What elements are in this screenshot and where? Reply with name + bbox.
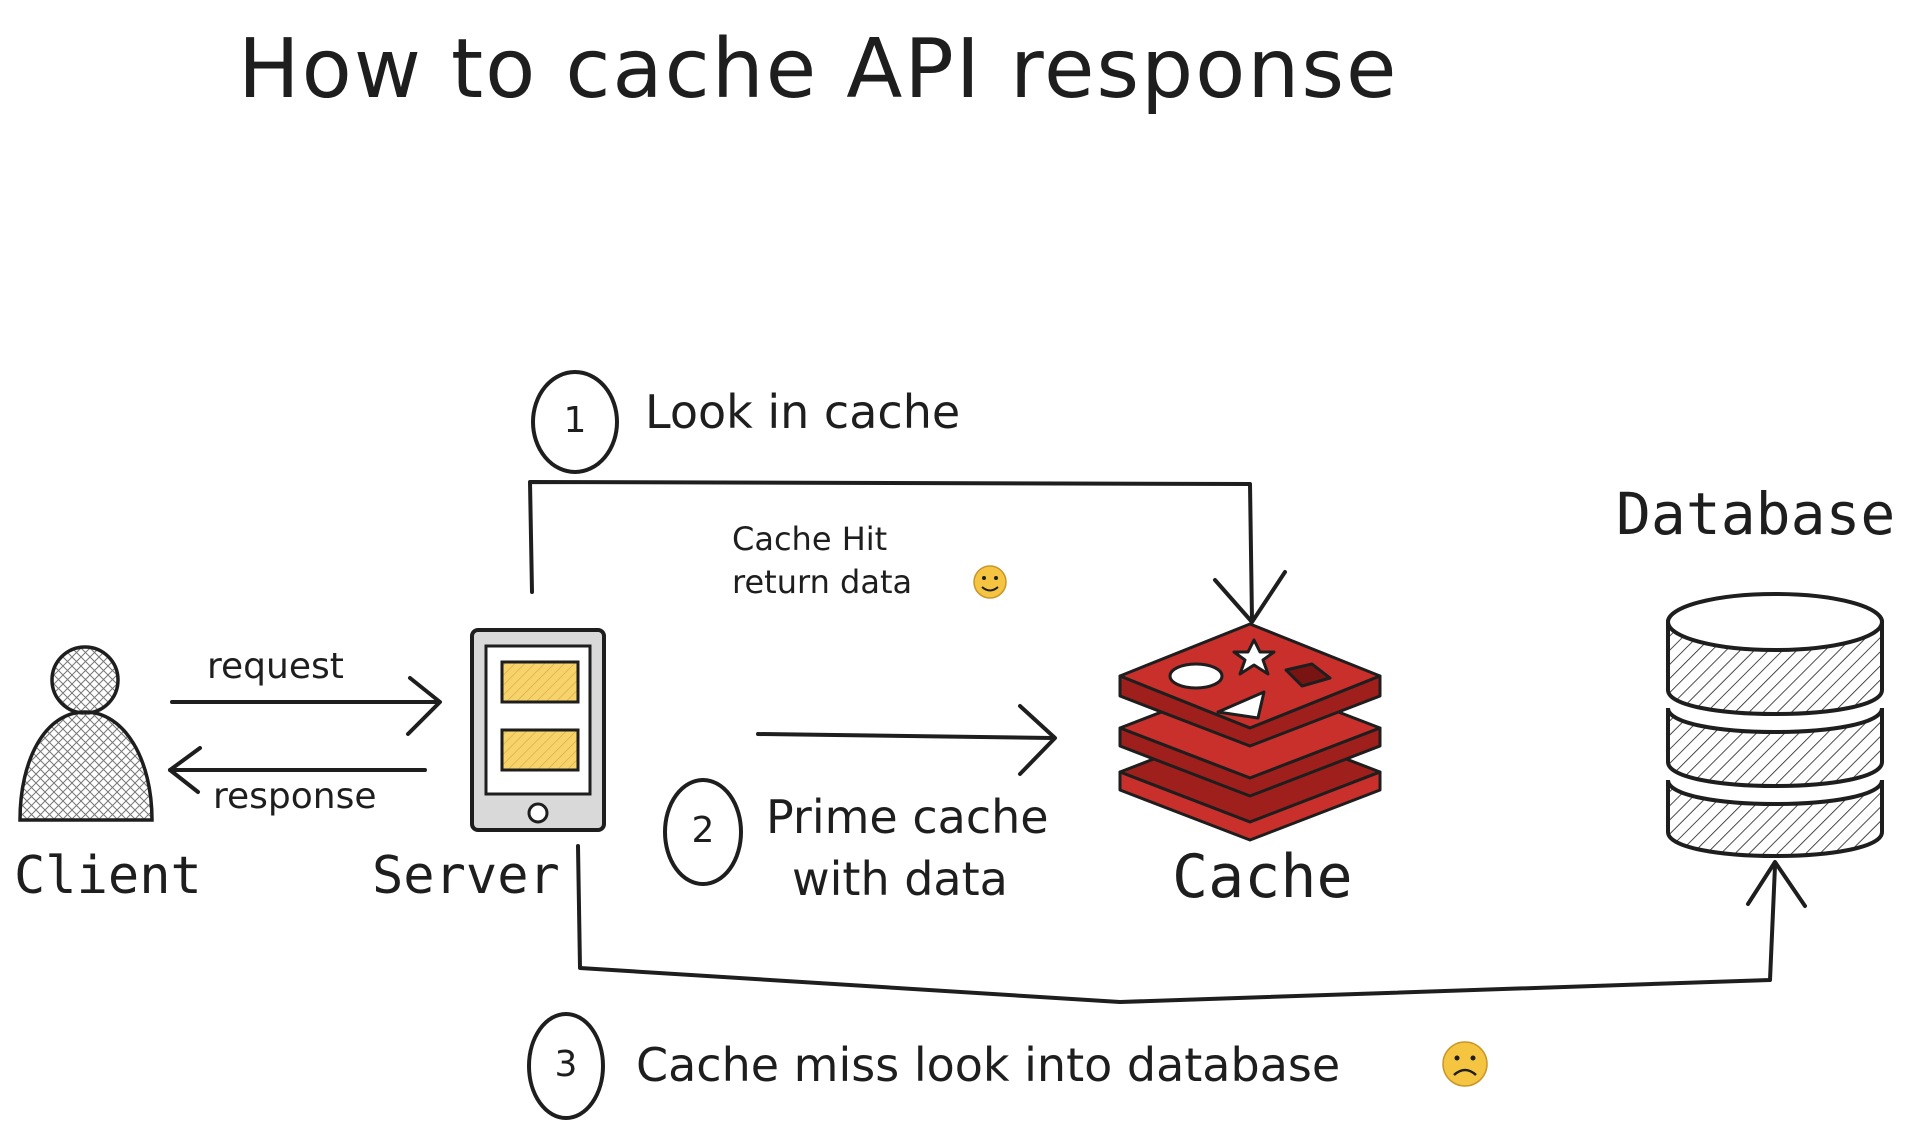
step-3-label: Cache miss look into database: [636, 1038, 1341, 1092]
smile-emoji-icon: [973, 565, 1007, 599]
diagram-title: How to cache API response: [238, 22, 1399, 117]
step-1-badge: [531, 370, 619, 474]
response-arrow: [168, 746, 427, 794]
server-phone-icon: [470, 628, 606, 832]
request-label: request: [207, 646, 344, 687]
prime-cache-arrow: [756, 704, 1057, 776]
client-person-icon: [18, 645, 154, 822]
step-1-label: Look in cache: [645, 385, 961, 439]
step-2-label-line1: Prime cache: [766, 790, 1049, 844]
frown-emoji-icon: [1442, 1041, 1488, 1087]
step-3-badge: [527, 1012, 605, 1120]
look-in-cache-arrow: [528, 480, 1287, 624]
database-cylinder-icon: [1666, 592, 1884, 858]
cache-redis-icon: [1118, 622, 1382, 842]
step-2-number: 2: [691, 810, 715, 851]
cache-hit-line2: return data: [732, 563, 913, 601]
database-label: Database: [1616, 480, 1896, 548]
cache-hit-line1: Cache Hit: [732, 520, 888, 558]
cache-miss-arrow: [576, 844, 1807, 1004]
step-2-label-line2: with data: [792, 852, 1008, 906]
response-label: response: [213, 776, 377, 817]
server-label: Server: [372, 846, 560, 906]
client-label: Client: [14, 846, 202, 906]
step-1-number: 1: [563, 400, 587, 441]
cache-label: Cache: [1172, 842, 1353, 912]
step-3-number: 3: [554, 1044, 578, 1085]
request-arrow: [170, 676, 442, 736]
step-2-badge: [663, 778, 743, 886]
